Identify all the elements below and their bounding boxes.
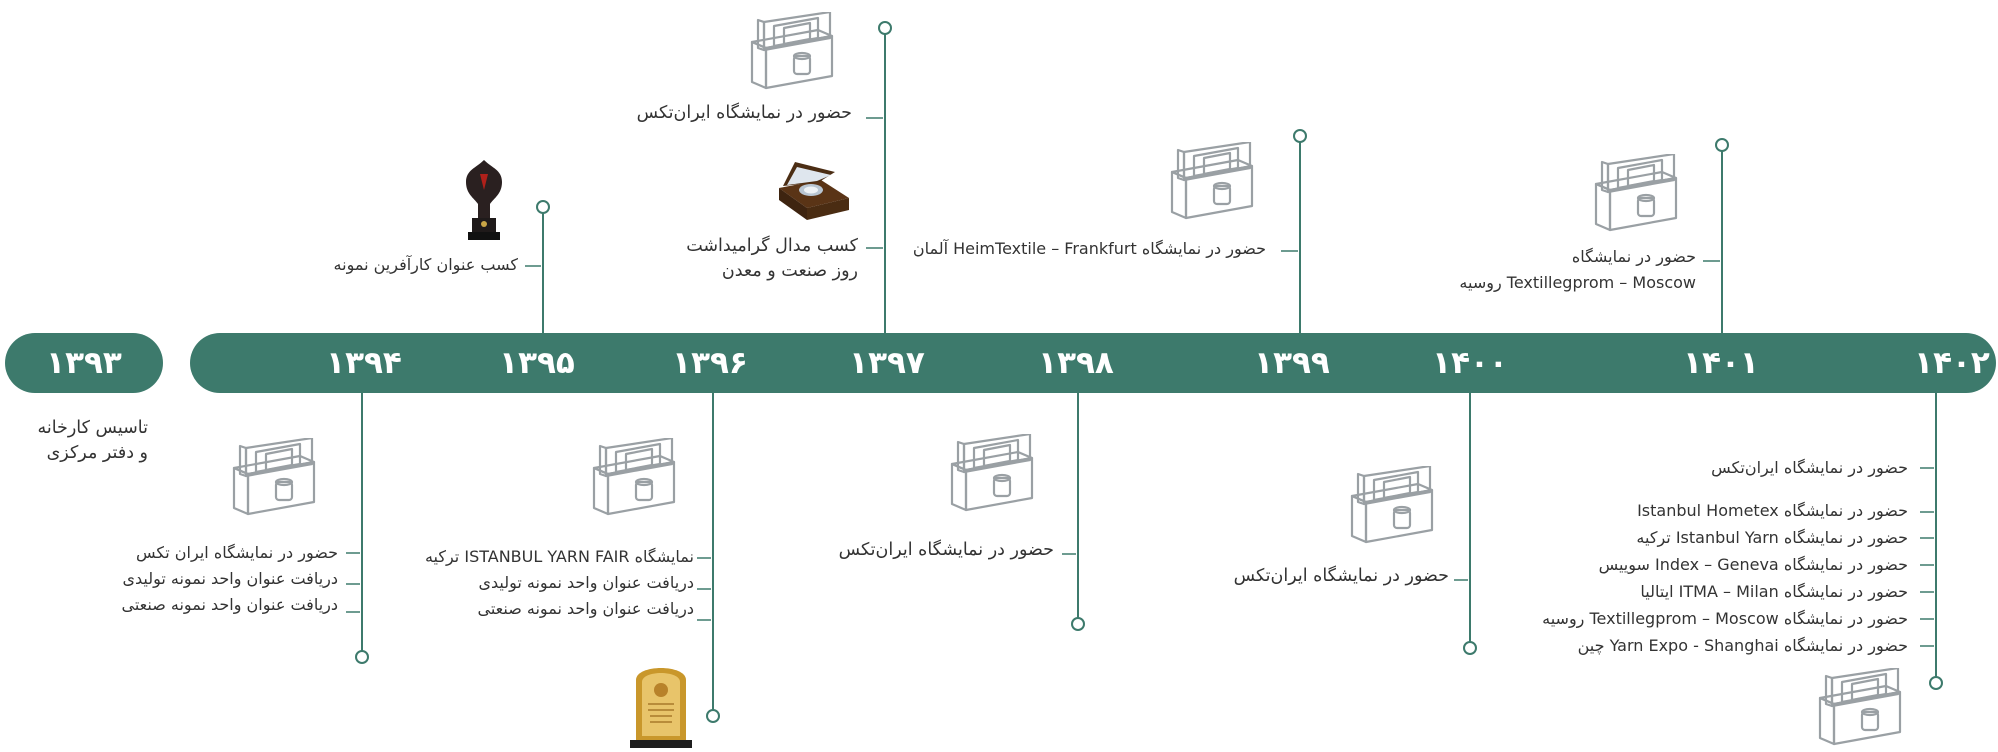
event-item: حضور در نمایشگاه ایران تکس <box>136 543 338 562</box>
event-item: کسب عنوان کارآفرین نمونه <box>333 255 518 274</box>
event-item: حضور در نمایشگاه Istanbul Yarn ترکیه <box>1636 528 1908 547</box>
dot-1399 <box>1293 129 1307 143</box>
dot-1400 <box>1463 641 1477 655</box>
events-1400: حضور در نمایشگاه ایران‌تکس <box>1234 564 1449 589</box>
exhibition-booth-icon <box>1164 142 1264 222</box>
event-item: دریافت عنوان واحد نمونه تولیدی <box>478 573 694 592</box>
event-item: حضور در نمایشگاه Textillegprom – Moscow … <box>1542 609 1908 628</box>
year-label-1398: ۱۳۹۸ <box>1038 345 1114 381</box>
events-1398: حضور در نمایشگاه ایران‌تکس <box>839 538 1054 563</box>
year-label-1402: ۱۴۰۲ <box>1914 345 1990 381</box>
award-plaque-icon <box>620 656 702 752</box>
tick-marks <box>346 117 1934 647</box>
exhibition-booth-icon <box>944 434 1044 514</box>
exhibition-booth-icon <box>1588 154 1688 234</box>
event-item: Textillegprom – Moscow روسیه <box>1459 273 1696 292</box>
event-item: حضور در نمایشگاه ایران‌تکس <box>1233 566 1449 586</box>
exhibition-booth-icon <box>744 12 844 92</box>
event-item: دریافت عنوان واحد نمونه تولیدی <box>122 569 338 588</box>
medal-box-icon <box>773 158 853 226</box>
year-label-1401: ۱۴۰۱ <box>1683 345 1759 381</box>
events-1397-medal: کسب مدال گرامیداشت روز صنعت و معدن <box>686 234 858 284</box>
exhibition-booth-icon <box>586 438 686 518</box>
year-label-1399: ۱۳۹۹ <box>1254 345 1330 381</box>
event-item: دریافت عنوان واحد نمونه صنعتی <box>121 595 338 614</box>
founding-text: تاسیس کارخانه و دفتر مرکزی <box>37 416 148 466</box>
founding-line: و دفتر مرکزی <box>46 443 148 463</box>
events-1397-top: حضور در نمایشگاه ایران‌تکس <box>637 101 852 126</box>
event-item: دریافت عنوان واحد نمونه صنعتی <box>477 599 694 618</box>
year-label-1395: ۱۳۹۵ <box>499 345 575 381</box>
event-item: حضور در نمایشگاه <box>1571 247 1696 266</box>
events-1402: حضور در نمایشگاه ایران‌تکس حضور در نمایش… <box>1542 454 1908 659</box>
event-item: روز صنعت و معدن <box>721 261 858 281</box>
exhibition-booth-icon <box>226 438 326 518</box>
events-1399: حضور در نمایشگاه HeimTextile – Frankfurt… <box>913 236 1266 262</box>
year-label-1394: ۱۳۹۴ <box>326 345 402 381</box>
dot-1402 <box>1929 676 1943 690</box>
year-label-1396: ۱۳۹۶ <box>672 345 748 381</box>
exhibition-booth-icon <box>1344 466 1444 546</box>
event-item: حضور در نمایشگاه ایران‌تکس <box>636 103 852 123</box>
event-item: حضور در نمایشگاه Istanbul Hometex <box>1637 501 1908 520</box>
year-label-1393: ۱۳۹۳ <box>46 345 122 381</box>
dot-1401 <box>1715 138 1729 152</box>
event-item: حضور در نمایشگاه Index – Geneva سوییس <box>1598 555 1908 574</box>
event-item: حضور در نمایشگاه HeimTextile – Frankfurt… <box>912 239 1266 258</box>
dot-1394 <box>355 650 369 664</box>
events-1401: حضور در نمایشگاه Textillegprom – Moscow … <box>1459 244 1696 296</box>
event-item: حضور در نمایشگاه ITMA – Milan ایتالیا <box>1640 582 1908 601</box>
event-item: کسب مدال گرامیداشت <box>686 236 858 256</box>
events-1396: نمایشگاه ISTANBUL YARN FAIR ترکیه دریافت… <box>425 544 694 622</box>
year-label-1397: ۱۳۹۷ <box>849 345 925 381</box>
event-item: نمایشگاه ISTANBUL YARN FAIR ترکیه <box>424 547 694 566</box>
events-1395: کسب عنوان کارآفرین نمونه <box>334 252 518 278</box>
events-1394: حضور در نمایشگاه ایران تکس دریافت عنوان … <box>122 540 338 618</box>
year-label-1400: ۱۴۰۰ <box>1432 345 1508 381</box>
dot-1397 <box>878 21 892 35</box>
dot-1396 <box>706 709 720 723</box>
timeline-bar <box>190 333 1996 393</box>
dot-1398 <box>1071 617 1085 631</box>
event-item: حضور در نمایشگاه ایران‌تکس <box>1711 458 1908 477</box>
exhibition-booth-icon <box>1812 668 1912 748</box>
founding-year-pill <box>5 333 163 393</box>
event-item: حضور در نمایشگاه Yarn Expo - Shanghai چی… <box>1577 636 1908 655</box>
event-item: حضور در نمایشگاه ایران‌تکس <box>838 540 1054 560</box>
dot-1395 <box>536 200 550 214</box>
trophy-icon <box>456 154 512 246</box>
founding-line: تاسیس کارخانه <box>37 418 148 438</box>
